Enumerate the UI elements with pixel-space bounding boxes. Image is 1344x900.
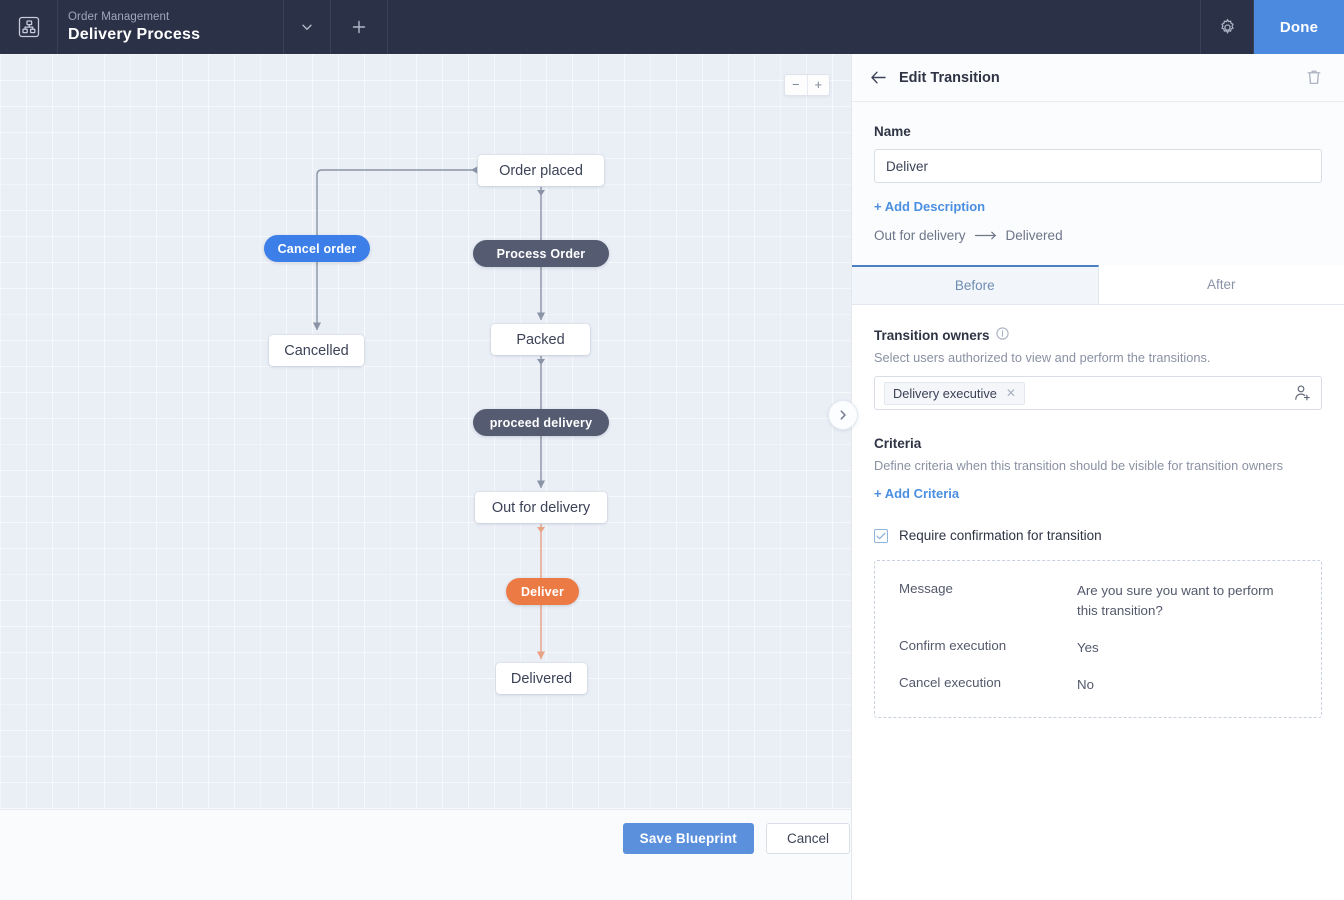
state-node-label: Packed xyxy=(516,331,565,348)
owner-chip-label: Delivery executive xyxy=(893,385,997,401)
transition-owners-title: Transition owners xyxy=(874,327,990,343)
state-node-delivered[interactable]: Delivered xyxy=(496,663,587,694)
info-icon[interactable] xyxy=(995,327,1009,343)
criteria-description: Define criteria when this transition sho… xyxy=(874,458,1283,473)
add-user-icon[interactable] xyxy=(1294,384,1312,402)
transition-pill-cancel-order[interactable]: Cancel order xyxy=(264,235,370,262)
panel-header: Edit Transition xyxy=(852,54,1344,102)
state-to-label: Delivered xyxy=(1005,228,1063,243)
transition-pill-label: Process Order xyxy=(496,246,586,261)
panel-tabs: Before After xyxy=(852,265,1344,305)
transition-pill-label: proceed delivery xyxy=(489,415,593,430)
transition-pill-proceed-delivery[interactable]: proceed delivery xyxy=(473,409,609,436)
transition-pill-deliver[interactable]: Deliver xyxy=(506,578,579,605)
state-node-label: Cancelled xyxy=(284,342,349,359)
top-header: Order Management Delivery Process Done xyxy=(0,0,1344,54)
gear-icon[interactable] xyxy=(1200,0,1254,54)
zoom-controls: − + xyxy=(784,74,830,96)
add-criteria-link[interactable]: + Add Criteria xyxy=(874,486,960,501)
state-node-label: Order placed xyxy=(499,162,583,179)
confirmation-key: Message xyxy=(899,581,953,596)
state-node-packed[interactable]: Packed xyxy=(491,324,590,355)
cancel-button[interactable]: Cancel xyxy=(765,823,850,854)
check-icon xyxy=(876,532,886,539)
trash-icon[interactable] xyxy=(1306,69,1322,86)
require-confirmation-label: Require confirmation for transition xyxy=(899,528,1102,543)
tab-after[interactable]: After xyxy=(1098,265,1344,304)
flow-canvas[interactable]: − + xyxy=(0,54,851,809)
edit-transition-panel: Edit Transition Name + Add Description O… xyxy=(851,54,1344,900)
transition-pill-process-order[interactable]: Process Order xyxy=(473,240,609,267)
done-button[interactable]: Done xyxy=(1254,0,1344,54)
confirmation-value: Yes xyxy=(1077,640,1099,655)
state-node-cancelled[interactable]: Cancelled xyxy=(269,335,364,366)
plus-icon[interactable] xyxy=(330,0,387,54)
confirmation-row: Confirm execution Yes xyxy=(899,638,1297,658)
confirmation-key: Confirm execution xyxy=(899,638,1007,653)
confirmation-details-box: Message Are you sure you want to perform… xyxy=(874,560,1322,718)
state-node-out-for-delivery[interactable]: Out for delivery xyxy=(475,492,607,523)
transition-state-path: Out for delivery Delivered xyxy=(874,228,1322,243)
flow-edges xyxy=(312,166,546,660)
state-node-order-placed[interactable]: Order placed xyxy=(478,155,604,186)
panel-collapse-toggle[interactable] xyxy=(828,400,858,430)
confirmation-key: Cancel execution xyxy=(899,675,1002,690)
arrow-left-icon[interactable] xyxy=(870,70,887,85)
bottom-action-bar: Save Blueprint Cancel xyxy=(0,809,851,900)
blueprint-icon xyxy=(0,0,58,54)
require-confirmation-checkbox[interactable] xyxy=(874,528,888,543)
transition-pill-label: Cancel order xyxy=(277,241,357,256)
module-name: Order Management xyxy=(68,11,170,23)
confirmation-value: No xyxy=(1077,677,1094,692)
document-title-block: Order Management Delivery Process xyxy=(58,0,283,54)
transition-owners-description: Select users authorized to view and perf… xyxy=(874,350,1211,365)
chevron-right-icon xyxy=(840,410,846,420)
name-label: Name xyxy=(874,124,911,139)
chevron-down-icon[interactable] xyxy=(283,0,330,54)
confirmation-value: Are you sure you want to perform this tr… xyxy=(1077,583,1274,618)
state-node-label: Out for delivery xyxy=(491,499,591,516)
save-blueprint-button[interactable]: Save Blueprint xyxy=(622,823,754,854)
header-spacer xyxy=(387,0,1200,54)
require-confirmation-row[interactable]: Require confirmation for transition xyxy=(874,528,1322,543)
panel-body: Transition owners Select users authorize… xyxy=(852,305,1344,900)
confirmation-row: Cancel execution No xyxy=(899,675,1297,695)
state-from-label: Out for delivery xyxy=(874,228,966,243)
panel-name-section: Name + Add Description Out for delivery … xyxy=(852,102,1344,265)
state-node-label: Delivered xyxy=(510,670,573,687)
zoom-out-button[interactable]: − xyxy=(785,75,808,95)
transition-pill-label: Deliver xyxy=(520,584,565,599)
zoom-in-button[interactable]: + xyxy=(808,75,830,95)
transition-owners-title-row: Transition owners xyxy=(874,327,1322,343)
page-title: Delivery Process xyxy=(68,26,201,43)
owner-chip: Delivery executive ✕ xyxy=(884,381,1025,405)
panel-title: Edit Transition xyxy=(899,69,1000,86)
transition-owners-field[interactable]: Delivery executive ✕ xyxy=(874,376,1322,410)
transition-owners-section: Transition owners Select users authorize… xyxy=(874,327,1322,410)
add-description-link[interactable]: + Add Description xyxy=(874,199,986,214)
arrow-right-icon xyxy=(974,228,997,243)
tab-before[interactable]: Before xyxy=(852,265,1099,304)
confirmation-row: Message Are you sure you want to perform… xyxy=(899,581,1297,621)
criteria-title: Criteria xyxy=(874,436,922,451)
close-icon[interactable]: ✕ xyxy=(1005,386,1016,400)
criteria-section: Criteria Define criteria when this trans… xyxy=(874,436,1322,503)
transition-name-input[interactable] xyxy=(874,149,1322,183)
